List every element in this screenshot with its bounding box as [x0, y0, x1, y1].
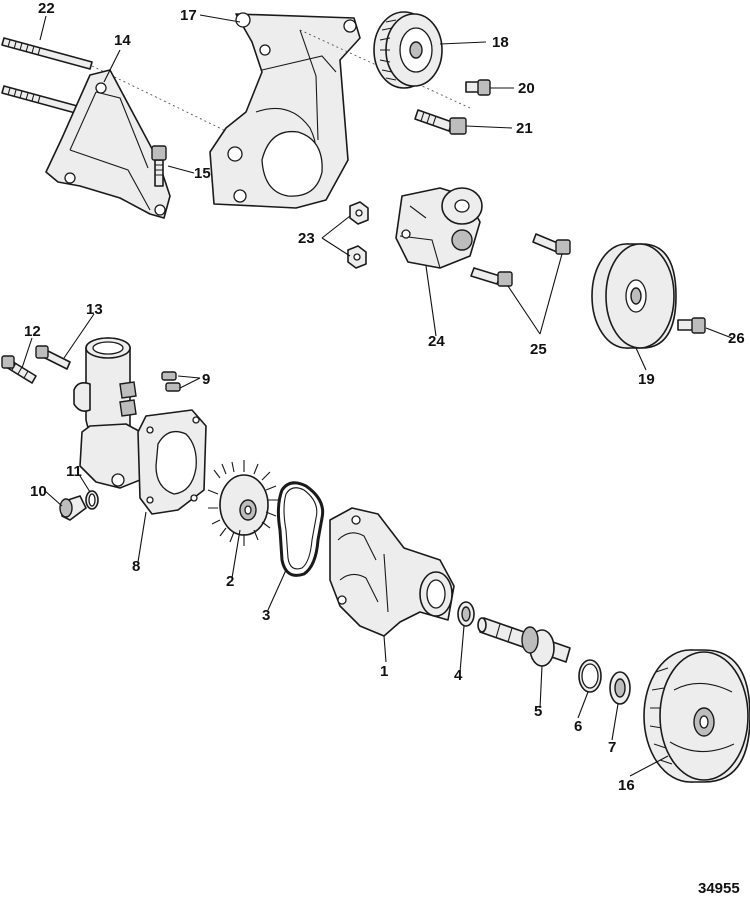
- figure-number: 34955: [698, 880, 740, 897]
- callout-11: 11: [66, 463, 82, 480]
- callout-16: 16: [618, 777, 635, 794]
- callout-15: 15: [194, 165, 211, 182]
- part-3-gasket: [276, 481, 325, 577]
- callout-9: 9: [202, 371, 210, 388]
- part-24-tensioner: [395, 187, 483, 269]
- callout-22: 22: [38, 0, 55, 17]
- part-11-o-ring: [85, 490, 99, 510]
- callout-7: 7: [608, 739, 616, 756]
- callouts: 22 14 17 18 20 21 15 23 24 25 26 19 13 1…: [24, 0, 745, 794]
- part-14-bracket: [45, 69, 171, 219]
- callout-8: 8: [132, 558, 140, 575]
- part-5-shaft: [477, 617, 571, 667]
- callout-13: 13: [86, 301, 103, 318]
- callout-25: 25: [530, 341, 547, 358]
- part-16-drive-pulley: [643, 649, 750, 783]
- part-12-bolt: [1, 355, 37, 384]
- callout-19: 19: [638, 371, 655, 388]
- callout-4: 4: [454, 667, 463, 684]
- part-19-pulley: [591, 243, 677, 349]
- part-8-plate: [137, 409, 207, 515]
- part-26-bolt: [677, 317, 706, 334]
- callout-10: 10: [30, 483, 47, 500]
- callout-6: 6: [574, 718, 582, 735]
- callout-12: 12: [24, 323, 41, 340]
- callout-1: 1: [380, 663, 388, 680]
- part-18-idler-pulley: [373, 11, 443, 89]
- callout-20: 20: [518, 80, 535, 97]
- leader-lines: [21, 14, 733, 777]
- callout-5: 5: [534, 703, 542, 720]
- part-6-ring: [578, 659, 602, 693]
- part-pump-housing: [73, 337, 151, 489]
- part-17-accessory-bracket: [209, 12, 361, 209]
- part-9-fittings: [161, 371, 181, 392]
- part-15-bolt: [151, 145, 167, 187]
- callout-23: 23: [298, 230, 315, 247]
- part-1-pump-body: [329, 507, 455, 637]
- part-20-bolt: [465, 79, 491, 96]
- part-25-bolts: [470, 233, 571, 287]
- part-23-nuts: [347, 201, 369, 269]
- part-4-seal: [457, 601, 475, 627]
- part-21-bolt: [414, 109, 467, 135]
- part-10-plug: [59, 495, 87, 521]
- callout-2: 2: [226, 573, 234, 590]
- part-7-washer: [609, 671, 631, 705]
- callout-18: 18: [492, 34, 509, 51]
- part-2-impeller: [207, 460, 278, 546]
- callout-3: 3: [262, 607, 270, 624]
- callout-26: 26: [728, 330, 745, 347]
- callout-21: 21: [516, 120, 533, 137]
- callout-24: 24: [428, 333, 445, 350]
- part-13-bolt: [35, 345, 71, 370]
- callout-14: 14: [114, 32, 131, 49]
- callout-17: 17: [180, 7, 197, 24]
